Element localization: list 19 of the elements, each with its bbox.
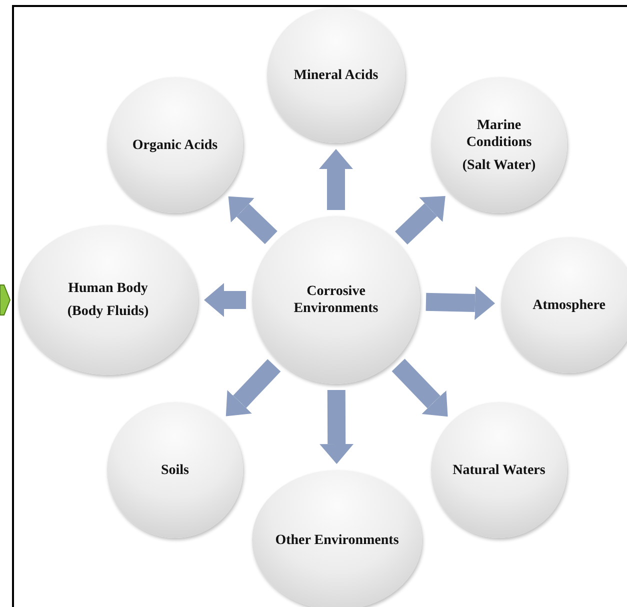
block-arrow: [319, 149, 353, 210]
block-arrow: [204, 283, 246, 317]
node-label: Other Environments: [275, 532, 399, 548]
block-arrow: [426, 286, 496, 320]
node-label: Marine Conditions: [465, 116, 533, 150]
block-arrow: [392, 358, 448, 417]
node-label: Mineral Acids: [294, 66, 378, 84]
block-arrow: [228, 196, 278, 244]
block-arrow: [395, 196, 446, 245]
node-label: Atmosphere: [532, 296, 606, 314]
block-arrow: [320, 390, 354, 464]
node-label: (Salt Water): [462, 156, 536, 174]
node-label: Corrosive Environments: [292, 283, 380, 317]
node-label: Human Body: [68, 280, 148, 297]
node-label: Natural Waters: [452, 462, 546, 478]
node-label: Organic Acids: [132, 136, 218, 154]
block-arrow: [226, 359, 281, 416]
node-label: Soils: [160, 462, 189, 478]
node-label: (Body Fluids): [67, 303, 149, 320]
